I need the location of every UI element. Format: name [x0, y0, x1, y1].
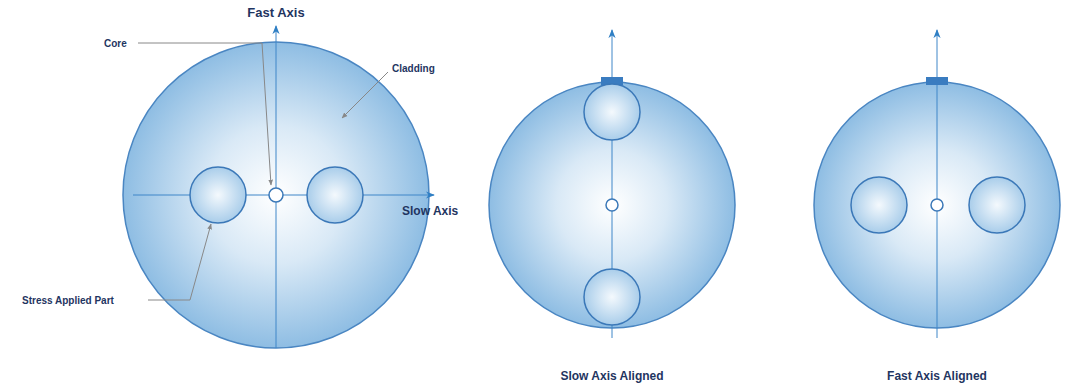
core — [606, 199, 618, 211]
stress-rod — [584, 269, 640, 325]
stress-rod — [969, 177, 1025, 233]
axis-label: Fast Axis — [247, 6, 304, 20]
part-label: Core — [104, 38, 127, 49]
core — [269, 188, 283, 202]
cladding — [489, 82, 735, 328]
axis-label: Slow Axis — [402, 205, 458, 218]
fiber-cross-section — [814, 30, 1060, 338]
part-label: Cladding — [392, 63, 435, 74]
core — [931, 199, 943, 211]
axis-line — [937, 30, 938, 338]
caption-label: Slow Axis Aligned — [560, 370, 663, 383]
fiber-cross-section — [489, 30, 735, 338]
alignment-key — [926, 77, 948, 85]
leader-line — [148, 224, 211, 300]
leader-line — [342, 72, 388, 118]
stress-rod — [584, 84, 640, 140]
stress-rod — [851, 177, 907, 233]
caption-label: Fast Axis Aligned — [887, 370, 987, 383]
part-label: Stress Applied Part — [22, 295, 114, 306]
fast-axis — [276, 26, 277, 348]
fiber-cross-section — [123, 26, 434, 348]
stress-rod — [307, 167, 363, 223]
stress-rod — [190, 167, 246, 223]
leader-line — [138, 43, 271, 185]
